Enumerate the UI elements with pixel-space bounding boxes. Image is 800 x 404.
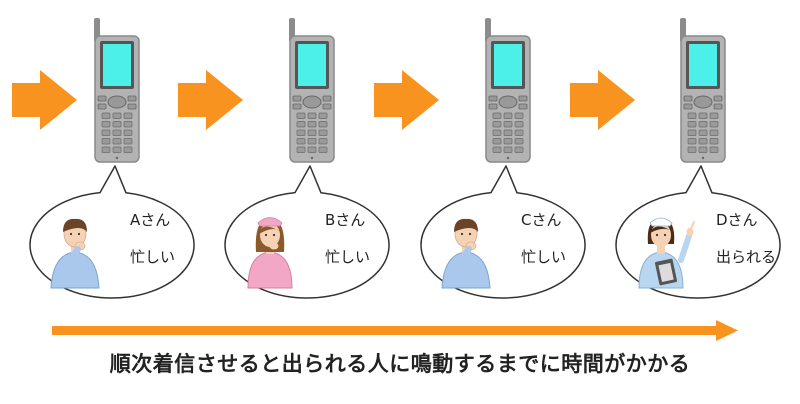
contact-name: Dさん [716, 211, 758, 229]
arrow-right-icon [12, 70, 77, 130]
contact-status: 忙しい [130, 248, 175, 266]
contact-name: Cさん [521, 211, 561, 229]
nurse-with-clipboard-icon [638, 217, 696, 289]
contact-status: 忙しい [521, 248, 566, 266]
timeline-arrow [52, 320, 738, 341]
arrow-right-icon [374, 70, 439, 130]
contact-name: Aさん [130, 211, 170, 229]
mobile-phone-icon [289, 18, 335, 163]
contact-status: 忙しい [325, 248, 370, 266]
mobile-phone-icon [485, 18, 531, 163]
arrow-right-icon [570, 70, 635, 130]
mobile-phone-icon [94, 18, 140, 163]
man-icon [441, 218, 491, 289]
man-icon [50, 218, 100, 289]
contact-name: Bさん [325, 211, 365, 229]
caption: 順次着信させると出られる人に鳴動するまでに時間がかかる [109, 352, 691, 376]
arrow-right-icon [178, 70, 243, 130]
nurse-woman-icon [247, 217, 293, 289]
contact-status: 出られる [716, 248, 776, 266]
mobile-phone-icon [680, 18, 726, 163]
